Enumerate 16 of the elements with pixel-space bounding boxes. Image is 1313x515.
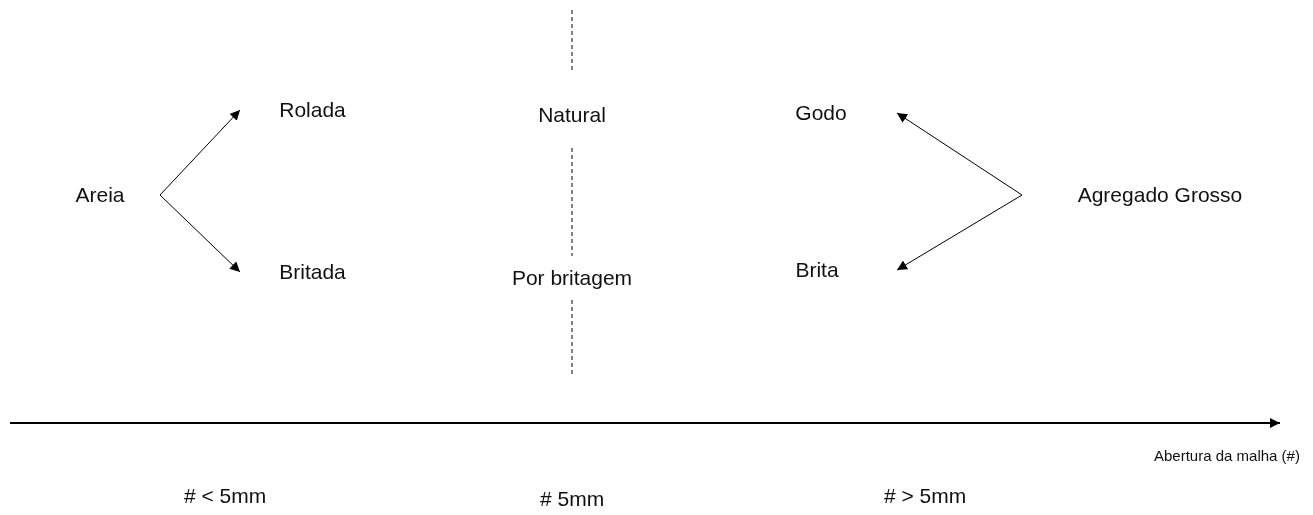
node-label: Natural (538, 103, 606, 127)
arrow (159, 194, 241, 273)
node-label: Por britagem (511, 266, 633, 290)
node-label: Agregado Grosso (1077, 183, 1243, 207)
axis-label: Abertura da malha (#) (1154, 447, 1300, 464)
node-label: Areia (75, 183, 125, 207)
node-label: Brita (795, 258, 839, 282)
node-label: Rolada (279, 98, 346, 122)
sieve-size-label: # 5mm (540, 487, 605, 511)
sieve-size-label: # > 5mm (884, 484, 967, 508)
node-label: Godo (795, 101, 847, 125)
sieve-size-label: # < 5mm (184, 484, 267, 508)
node-label: Britada (279, 260, 346, 284)
arrow (896, 112, 1023, 196)
arrow (159, 109, 241, 196)
arrow (896, 194, 1023, 271)
